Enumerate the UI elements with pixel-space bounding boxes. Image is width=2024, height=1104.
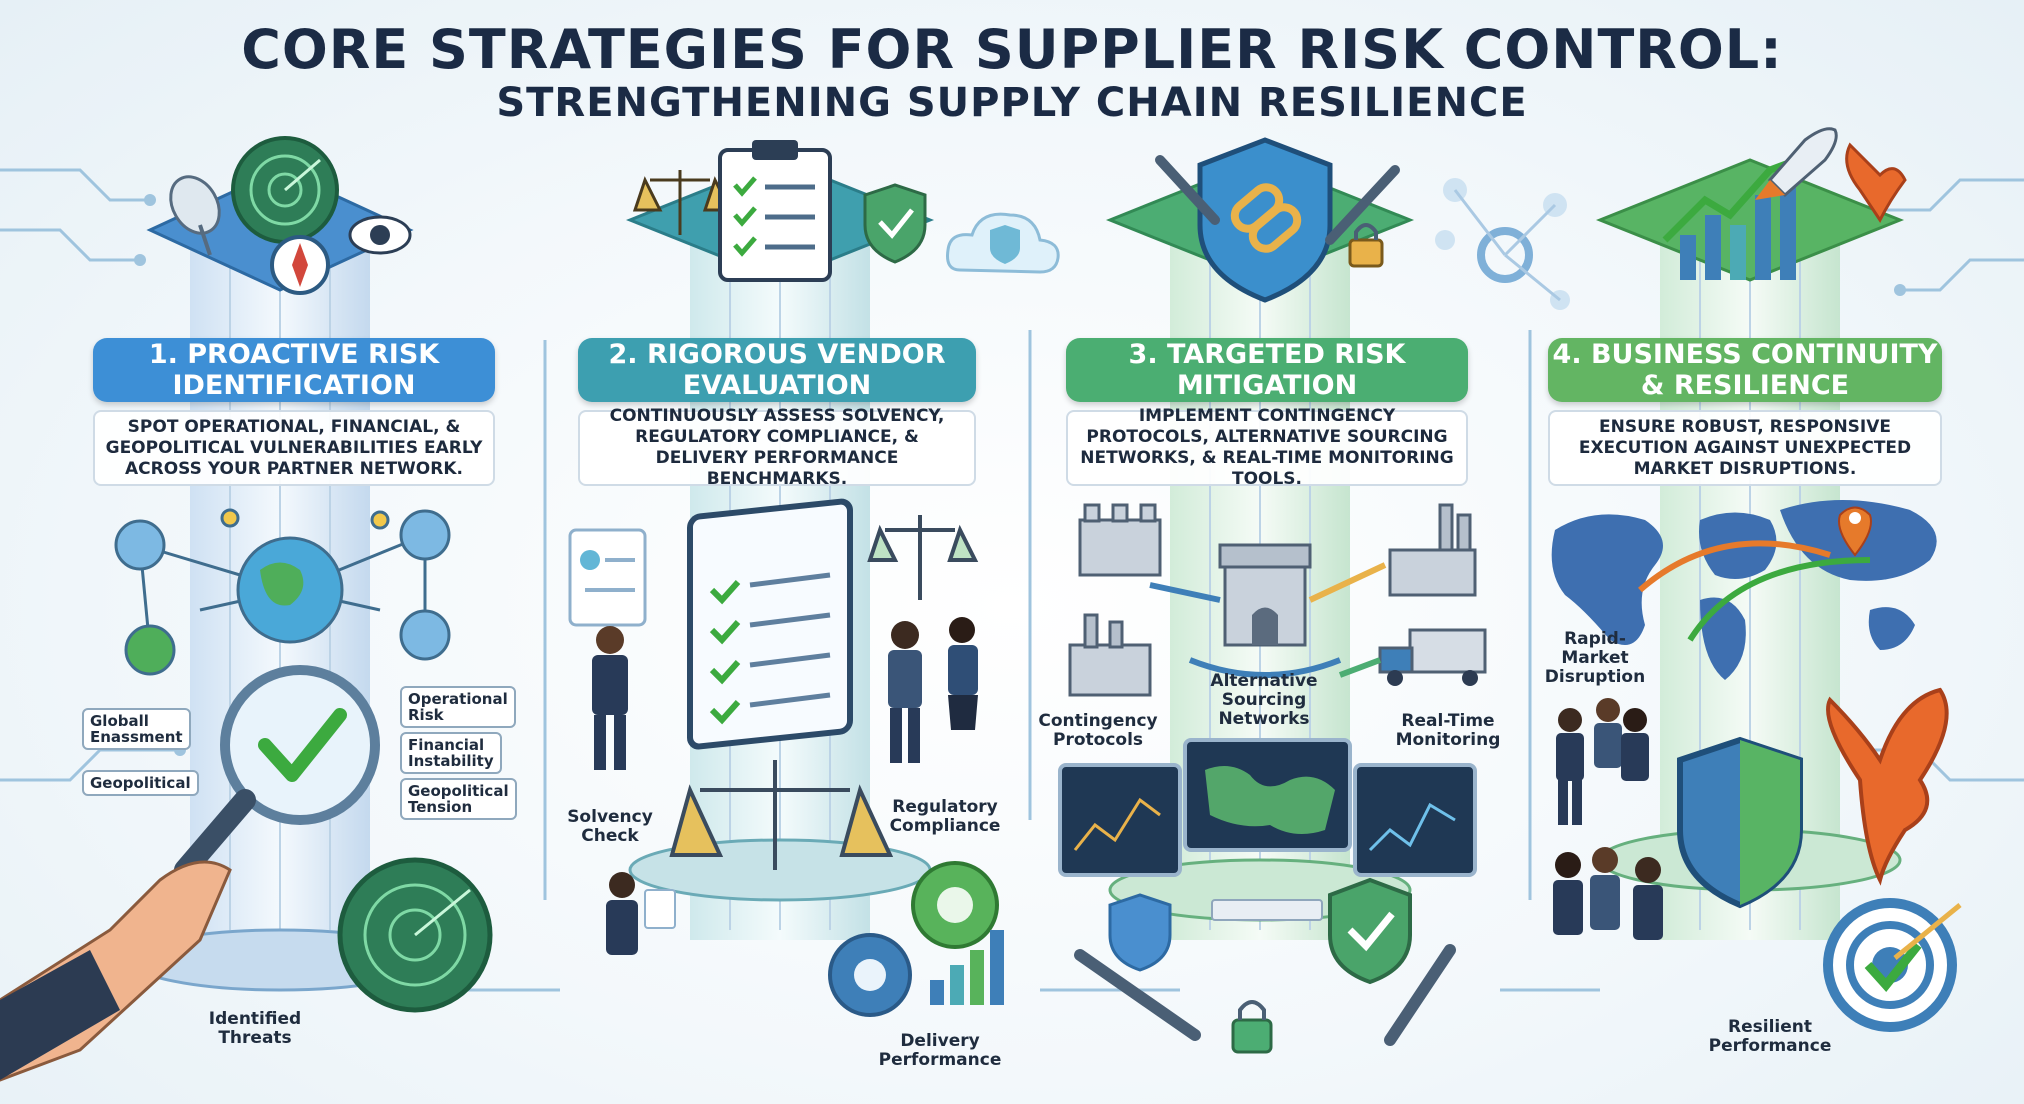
tag-geopolitical: Geopolitical: [82, 770, 199, 796]
pillar-2-heading: 2. RIGOROUS VENDOR EVALUATION: [578, 338, 976, 402]
pillar-4-description: ENSURE ROBUST, RESPONSIVE EXECUTION AGAI…: [1548, 410, 1942, 486]
label-identified-threats: Identified Threats: [208, 1009, 302, 1048]
tag-geopolitical-tension: Geopolitical Tension: [400, 778, 517, 820]
tag-global-enassment: Globall Enassment: [82, 708, 191, 750]
label-delivery-performance: Delivery Performance: [878, 1031, 1002, 1070]
pillar-3-description: IMPLEMENT CONTINGENCY PROTOCOLS, ALTERNA…: [1066, 406, 1468, 489]
pillar-1-heading: 1. PROACTIVE RISK IDENTIFICATION: [93, 338, 495, 402]
pillar-4-heading: 4. BUSINESS CONTINUITY & RESILIENCE: [1548, 338, 1942, 402]
label-real-time-monitoring: Real-Time Monitoring: [1395, 711, 1501, 750]
pillar-2-description: CONTINUOUSLY ASSESS SOLVENCY, REGULATORY…: [578, 406, 976, 489]
label-contingency-protocols: Contingency Protocols: [1038, 711, 1158, 750]
label-solvency-check: Solvency Check: [567, 807, 653, 846]
pillar-1-description: SPOT OPERATIONAL, FINANCIAL, & GEOPOLITI…: [93, 410, 495, 486]
label-rapid-market-disruption: Rapid- Market Disruption: [1544, 629, 1646, 687]
tag-operational-risk: Operational Risk: [400, 686, 516, 728]
label-regulatory-compliance: Regulatory Compliance: [889, 797, 1001, 836]
page-title: CORE STRATEGIES FOR SUPPLIER RISK CONTRO…: [241, 18, 1783, 81]
label-alternative-sourcing: Alternative Sourcing Networks: [1210, 671, 1318, 729]
label-resilient-performance: Resilient Performance: [1708, 1017, 1832, 1056]
pillar-3-heading: 3. TARGETED RISK MITIGATION: [1066, 338, 1468, 402]
page-subtitle: STRENGTHENING SUPPLY CHAIN RESILIENCE: [496, 80, 1528, 126]
tag-financial-instability: Financial Instability: [400, 732, 502, 774]
